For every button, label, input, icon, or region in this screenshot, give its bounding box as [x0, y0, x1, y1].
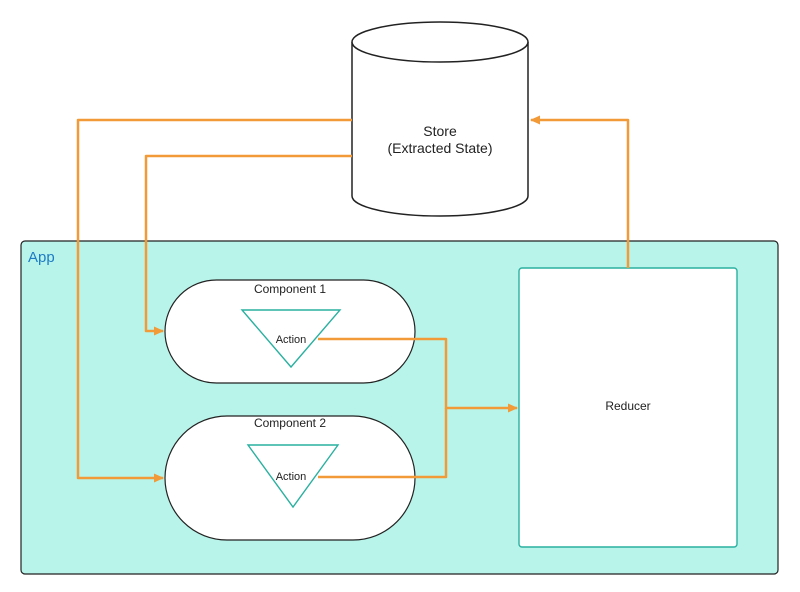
app-label: App — [28, 249, 55, 266]
component-1-label: Component 1 — [254, 282, 326, 296]
reducer-label: Reducer — [605, 399, 650, 413]
action-triangle-2 — [246, 444, 340, 509]
component-2-label: Component 2 — [254, 416, 326, 430]
reducer-box: Reducer — [518, 267, 738, 548]
reducer-to-store-connector — [530, 115, 630, 268]
store-label: Store — [423, 123, 457, 139]
action-1-label: Action — [276, 334, 307, 346]
store-cylinder: Store (Extracted State) — [351, 21, 529, 217]
connectors — [76, 115, 630, 483]
action-2-label: Action — [276, 471, 307, 483]
component-2: Component 2 Action — [164, 415, 416, 541]
action-triangle-1 — [240, 309, 342, 369]
store-sublabel: (Extracted State) — [387, 140, 492, 156]
store-to-component-2-connector — [76, 118, 352, 483]
action-2-to-reducer-connector — [318, 408, 448, 479]
action-1-to-reducer-connector — [318, 337, 518, 413]
component-1: Component 1 Action — [164, 279, 416, 384]
store-to-component-1-connector — [144, 154, 352, 336]
